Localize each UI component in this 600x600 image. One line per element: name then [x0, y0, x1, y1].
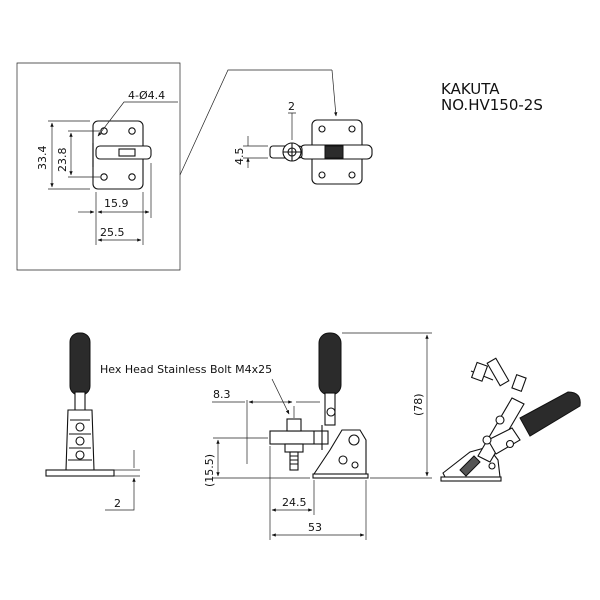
- dim-gap: 2: [288, 100, 295, 113]
- detail-view-base-plate: 4-Ø4.4 33.4 23.8 15.9 25.5: [16, 62, 338, 271]
- extension-lines-horizontal: [95, 163, 152, 245]
- dim-width-inner: 15.9: [104, 197, 129, 210]
- top-hole-2: [348, 125, 356, 133]
- overall-height-extension: [342, 332, 432, 479]
- dim-base-thickness: 2: [114, 497, 121, 510]
- dim-overall-length: 53: [308, 521, 322, 534]
- side-pivot-3: [75, 450, 85, 460]
- side-view: 2: [45, 332, 140, 511]
- bolt-shank: [289, 451, 299, 471]
- arm-clip: [118, 148, 136, 157]
- centerline-cross: [283, 143, 301, 161]
- slot-extension-lines: [243, 145, 268, 159]
- open-base-plate: [440, 476, 502, 482]
- front-base-plate: [312, 473, 369, 479]
- spindle-height-extension: [213, 437, 310, 479]
- length-extension-lines: [269, 446, 315, 540]
- clamp-arm: [269, 430, 329, 445]
- open-pivot-1: [482, 435, 492, 445]
- dim-bolt-offset: 8.3: [213, 388, 231, 401]
- side-view-handle-grip: [69, 332, 91, 396]
- open-linkage: [487, 427, 521, 455]
- top-view: 2 4.5: [233, 100, 373, 185]
- side-view-body-detail: [68, 419, 92, 461]
- dim-slot: 4.5: [233, 148, 246, 166]
- extension-lines-vertical: [48, 120, 100, 190]
- hole-leader: [97, 101, 178, 137]
- handle-grip: [318, 332, 342, 396]
- dim-hole-diameter: 4-Ø4.4: [128, 89, 165, 102]
- open-position-view: [440, 357, 581, 482]
- bolt-callout-label: Hex Head Stainless Bolt M4x25: [100, 363, 272, 376]
- hex-bolt-head: [286, 418, 302, 432]
- dim-height-outer: 33.4: [36, 146, 49, 171]
- front-view: Hex Head Stainless Bolt M4x25 8.3 (15.5)…: [100, 332, 432, 540]
- open-pivot-3: [505, 439, 515, 449]
- open-handle-grip: [519, 391, 581, 437]
- top-hole-4: [348, 171, 356, 179]
- side-pivot-2: [75, 436, 85, 446]
- body-pivot-mid: [338, 455, 348, 465]
- bolt-thread: [290, 455, 298, 465]
- bolt-callout-leader: [271, 378, 290, 415]
- open-slot: [459, 455, 481, 477]
- offset-extension-lines: [246, 400, 295, 464]
- mount-hole-3: [100, 173, 108, 181]
- mount-hole-4: [128, 173, 136, 181]
- top-hole-3: [318, 171, 326, 179]
- dim-overall-height: (78): [412, 393, 425, 416]
- open-pivot-4: [488, 462, 496, 470]
- open-pivot-2: [495, 415, 505, 425]
- side-view-base-plate: [45, 469, 115, 477]
- model-number: NO.HV150-2S: [441, 96, 543, 114]
- open-arm: [477, 397, 525, 463]
- base-thickness-leader: [105, 496, 135, 511]
- detail-frame: [16, 62, 181, 271]
- body-pivot-top: [348, 434, 360, 446]
- dim-base-to-spindle: 24.5: [282, 496, 307, 509]
- open-arm-head: [486, 357, 510, 387]
- detail-leader-line: [179, 69, 332, 176]
- handle-pivot: [326, 407, 336, 417]
- top-hole-1: [318, 125, 326, 133]
- mount-hole-2: [128, 127, 136, 135]
- title-block: KAKUTA NO.HV150-2S: [441, 80, 543, 114]
- maker-name: KAKUTA: [441, 80, 500, 98]
- dim-width-outer: 25.5: [100, 226, 125, 239]
- body-pivot-low: [351, 461, 359, 469]
- hex-nut: [284, 443, 304, 453]
- base-thickness-extension: [114, 469, 140, 477]
- dim-spindle-height: (15.5): [203, 454, 216, 487]
- top-view-linkage: [324, 145, 344, 159]
- detail-leader-arrow: [331, 69, 338, 117]
- arm-detail: [313, 425, 323, 450]
- dim-height-inner: 23.8: [56, 148, 69, 173]
- side-view-handle-neck: [74, 391, 86, 413]
- open-nut: [511, 374, 527, 392]
- side-pivot-1: [75, 422, 85, 432]
- gap-extension: [288, 112, 296, 140]
- open-bolt-head: [470, 361, 489, 382]
